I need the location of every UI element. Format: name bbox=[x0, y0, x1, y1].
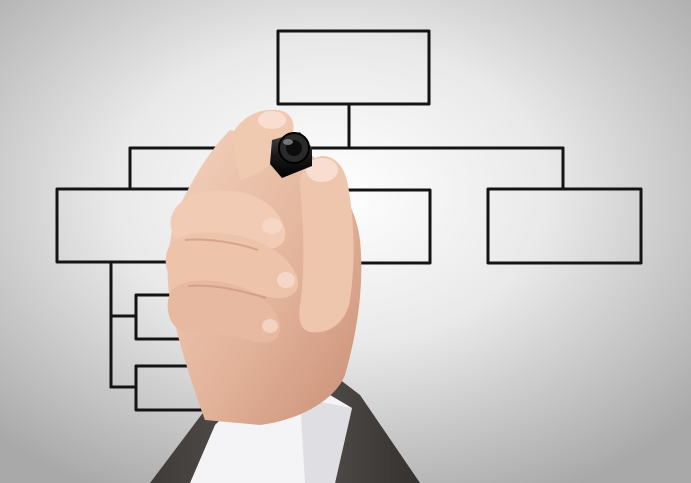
thumb bbox=[299, 156, 354, 333]
right-box bbox=[486, 187, 643, 265]
index-nail bbox=[258, 111, 286, 129]
hand bbox=[165, 109, 362, 425]
top-box bbox=[276, 29, 431, 106]
marker-pen bbox=[270, 132, 312, 178]
middle-nail bbox=[262, 218, 282, 234]
little-nail bbox=[262, 319, 278, 333]
thumb-nail bbox=[306, 158, 338, 182]
ring-nail bbox=[277, 272, 295, 288]
little-finger bbox=[167, 280, 280, 343]
org-chart-diagram bbox=[55, 29, 643, 412]
marker-highlight bbox=[283, 139, 293, 145]
knuckle-shade bbox=[184, 238, 267, 299]
cuff-shade bbox=[300, 398, 352, 483]
